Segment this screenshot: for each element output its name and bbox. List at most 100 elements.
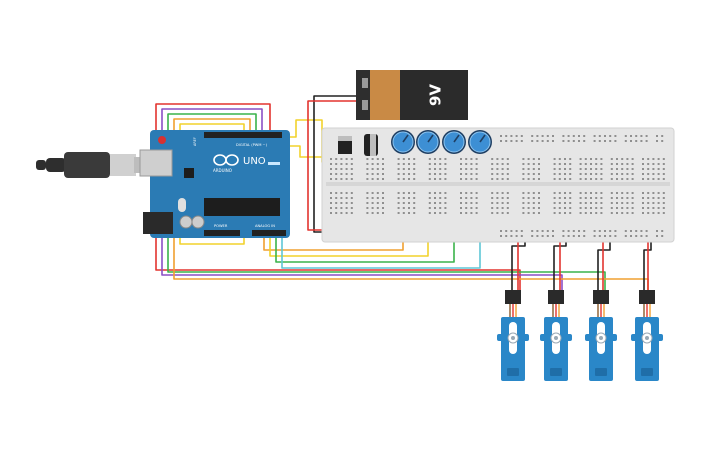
breadboard-hole — [590, 197, 592, 199]
breadboard-hole — [500, 235, 502, 237]
breadboard-hole — [470, 158, 473, 160]
breadboard-hole — [647, 178, 650, 180]
servo-connector — [548, 290, 564, 304]
breadboard-hole — [397, 207, 400, 209]
breadboard-hole — [631, 158, 634, 160]
breadboard-hole — [491, 158, 494, 160]
breadboard-hole — [564, 178, 566, 180]
breadboard-hole — [350, 163, 353, 165]
usb-cable[interactable] — [36, 152, 140, 178]
breadboard-hole — [579, 197, 582, 199]
breadboard-hole — [626, 197, 629, 199]
breadboard-hole — [631, 212, 634, 214]
breadboard-hole — [610, 197, 613, 199]
pot-indicator — [402, 134, 409, 143]
breadboard-hole — [510, 140, 513, 142]
breadboard-hole — [531, 230, 534, 232]
battery-9v[interactable]: 9V — [356, 70, 468, 120]
breadboard-hole — [382, 158, 384, 160]
breadboard-hole — [661, 235, 664, 237]
arduino-board[interactable]: UNO ARDUINO DIGITAL (PWM ~) POWER ANALOG… — [139, 130, 290, 238]
breadboard-hole — [558, 212, 561, 214]
breadboard-hole — [397, 197, 400, 199]
breadboard-hole — [604, 230, 606, 232]
breadboard-hole — [626, 202, 629, 204]
breadboard-hole — [538, 207, 540, 209]
breadboard-hole — [584, 212, 587, 214]
breadboard-hole — [345, 163, 348, 165]
breadboard-hole — [647, 202, 650, 204]
breadboard-hole — [330, 202, 332, 204]
servo-3[interactable] — [585, 290, 617, 381]
breadboard-hole — [465, 192, 468, 194]
breadboard-hole — [428, 163, 431, 165]
usb-port — [139, 149, 173, 177]
wire-yellow-left[interactable] — [286, 145, 340, 158]
breadboard-hole — [595, 173, 598, 175]
breadboard-hole — [527, 192, 530, 194]
breadboard-hole — [564, 163, 566, 165]
potentiometer-3[interactable] — [442, 130, 466, 154]
breadboard-hole — [366, 197, 369, 199]
breadboard-hole — [600, 163, 603, 165]
breadboard-hole — [413, 197, 416, 199]
breadboard-hole — [610, 207, 613, 209]
potentiometer-2[interactable] — [416, 130, 440, 154]
breadboard-hole — [350, 207, 353, 209]
breadboard-hole — [652, 207, 655, 209]
breadboard-hole — [501, 207, 504, 209]
breadboard-hole — [595, 168, 598, 170]
breadboard-hole — [470, 212, 473, 214]
breadboard-hole — [626, 168, 629, 170]
breadboard-hole — [460, 163, 462, 165]
voltage-regulator[interactable] — [338, 136, 352, 154]
breadboard-hole — [647, 158, 650, 160]
breadboard[interactable] — [321, 127, 675, 243]
breadboard-hole — [593, 230, 596, 232]
breadboard-hole — [428, 192, 431, 194]
breadboard-hole — [470, 173, 473, 175]
breadboard-hole — [593, 235, 596, 237]
breadboard-hole — [621, 197, 624, 199]
potentiometer-4[interactable] — [468, 130, 492, 154]
label-analog: ANALOG IN — [255, 224, 275, 228]
breadboard-hole — [652, 197, 655, 199]
chip-small — [184, 168, 194, 178]
breadboard-hole — [621, 202, 624, 204]
breadboard-hole — [527, 197, 530, 199]
breadboard-hole — [330, 173, 332, 175]
breadboard-hole — [350, 212, 353, 214]
breadboard-hole — [647, 173, 650, 175]
breadboard-hole — [626, 212, 629, 214]
servo-2[interactable] — [540, 290, 572, 381]
breadboard-hole — [413, 163, 416, 165]
breadboard-hole — [600, 197, 603, 199]
servo-connector — [639, 290, 655, 304]
electrolytic-capacitor[interactable] — [364, 134, 378, 156]
breadboard-hole — [552, 230, 554, 232]
breadboard-hole — [434, 207, 436, 209]
breadboard-hole — [578, 140, 580, 142]
led-on — [268, 162, 280, 165]
breadboard-hole — [645, 135, 648, 137]
servo-4[interactable] — [631, 290, 663, 381]
breadboard-hole — [371, 212, 374, 214]
breadboard-hole — [465, 202, 468, 204]
servo-1[interactable] — [497, 290, 529, 381]
breadboard-hole — [465, 207, 468, 209]
breadboard-hole — [642, 202, 644, 204]
potentiometer-1[interactable] — [391, 130, 415, 154]
breadboard-hole — [600, 178, 603, 180]
breadboard-hole — [631, 192, 634, 194]
breadboard-hole — [609, 140, 612, 142]
breadboard-hole — [340, 158, 343, 160]
reset-button[interactable] — [158, 136, 166, 144]
breadboard-hole — [631, 168, 634, 170]
breadboard-hole — [645, 235, 648, 237]
usb-plug-metal — [110, 154, 136, 176]
breadboard-hole — [621, 192, 624, 194]
breadboard-hole — [439, 173, 442, 175]
header-power — [204, 230, 240, 236]
breadboard-hole — [642, 163, 644, 165]
breadboard-hole — [501, 163, 504, 165]
